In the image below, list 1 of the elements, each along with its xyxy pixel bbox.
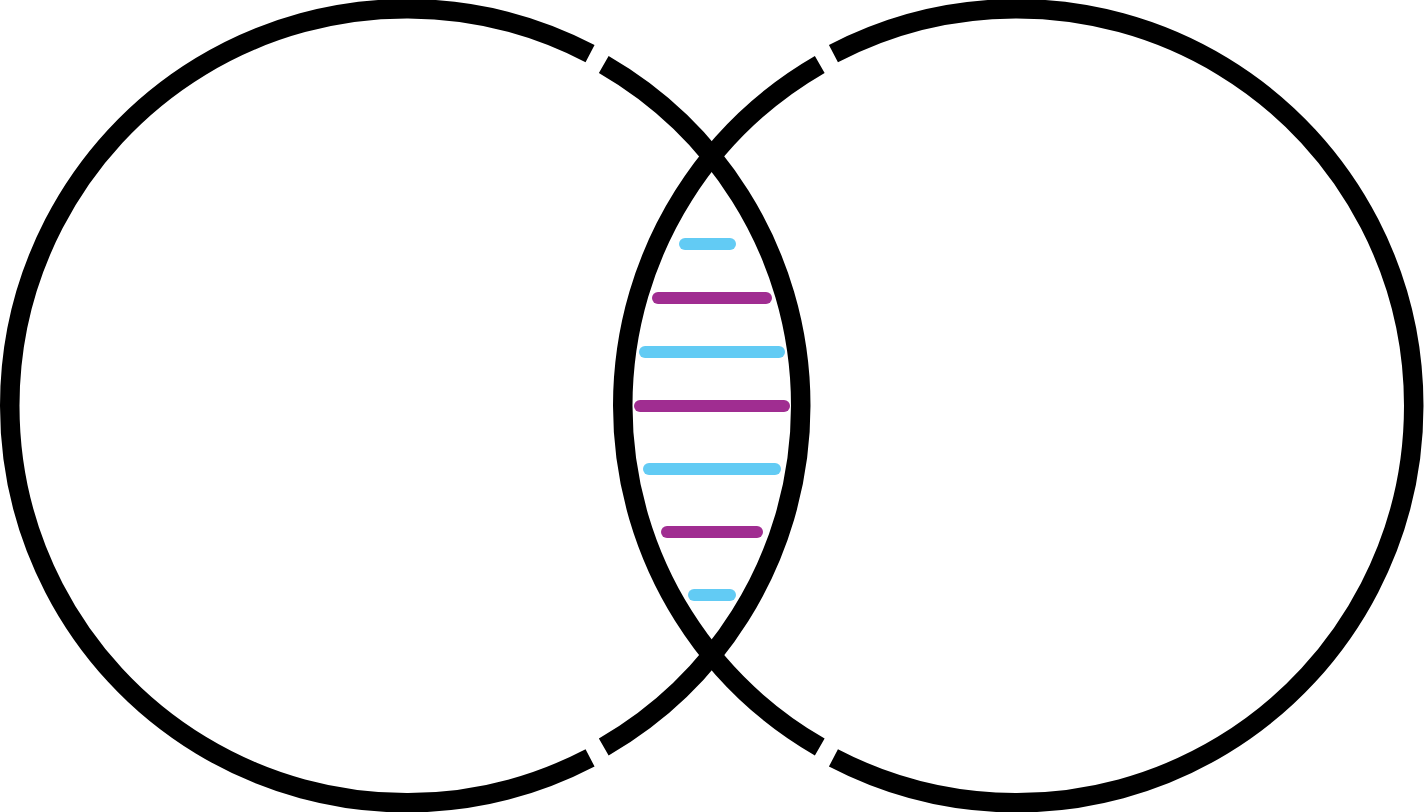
ring-outline	[610, 0, 1424, 812]
